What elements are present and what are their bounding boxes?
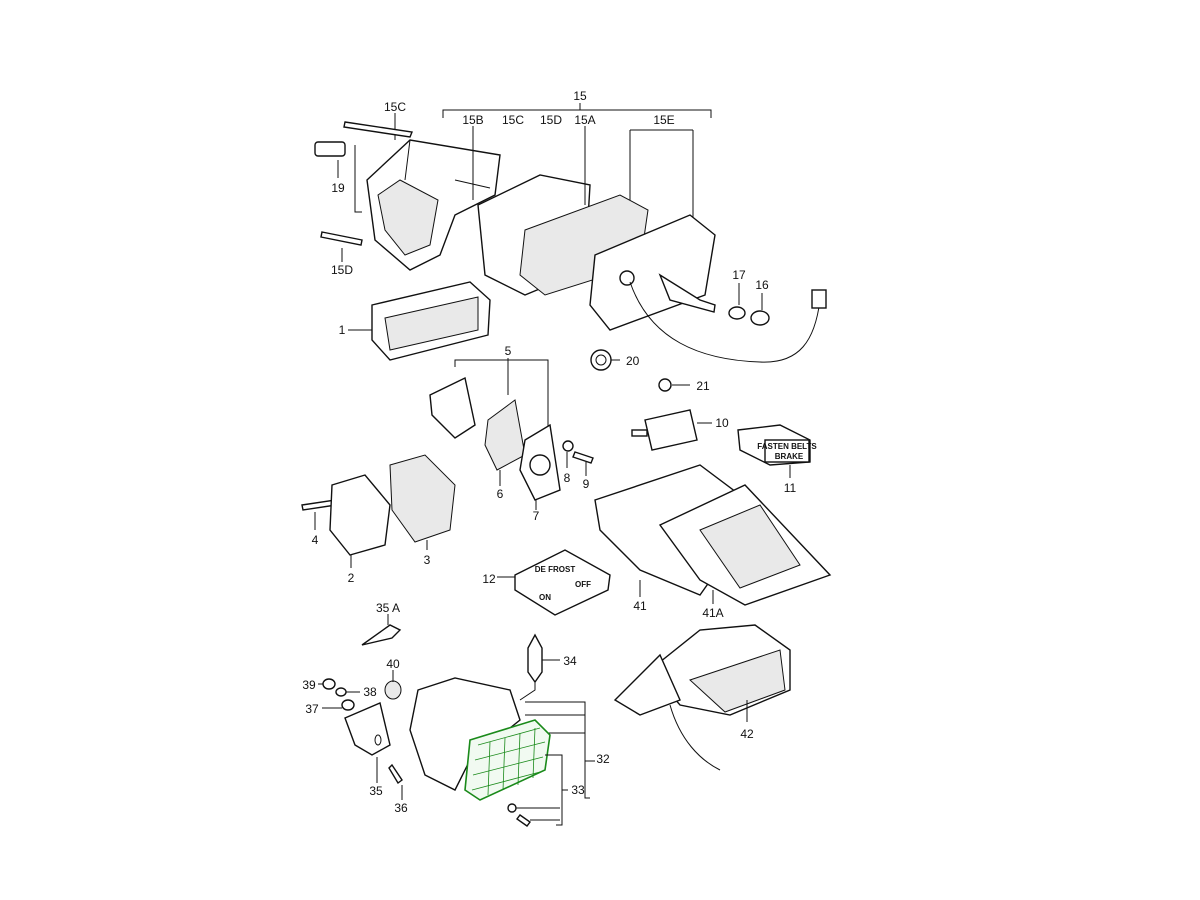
defrost-text: DE FROST	[535, 565, 576, 574]
callout-32: 32	[596, 752, 610, 766]
part-15E-light-housing	[589, 214, 716, 331]
callout-9: 9	[583, 477, 590, 491]
callout-42: 42	[740, 727, 754, 741]
callout-15D-left: 15D	[331, 263, 353, 277]
callout-15D: 15D	[540, 113, 562, 127]
callout-36: 36	[394, 801, 408, 815]
callout-38: 38	[363, 685, 377, 699]
callout-7: 7	[533, 509, 540, 523]
fasten-belts-text: FASTEN BELTS	[757, 442, 817, 451]
callout-41A: 41A	[702, 606, 723, 620]
part-9-screw	[572, 451, 594, 476]
callout-6: 6	[497, 487, 504, 501]
callout-19: 19	[331, 181, 345, 195]
part-19-bulb-socket	[314, 141, 346, 178]
part-35A-bracket	[361, 614, 402, 646]
part-34-bulb	[519, 633, 560, 701]
callout-8: 8	[564, 471, 571, 485]
callout-1: 1	[339, 323, 346, 337]
callout-21: 21	[696, 379, 710, 393]
part-8-washer	[562, 440, 574, 468]
callout-15: 15	[573, 89, 587, 103]
part-33-screw	[516, 814, 560, 827]
callout-35: 35	[369, 784, 383, 798]
part-6-gasket	[484, 399, 526, 486]
part-21-clip	[658, 378, 690, 392]
part-15C-housing	[366, 113, 501, 271]
part-42-light-housing	[613, 624, 791, 771]
part-39-nut	[318, 678, 336, 690]
callout-2: 2	[348, 571, 355, 585]
part-7-plate	[519, 423, 561, 510]
part-socket	[429, 376, 476, 439]
part-40-nut	[384, 670, 402, 700]
part-1-lamp	[348, 281, 491, 361]
callout-15A: 15A	[574, 113, 595, 127]
part-33-nut	[507, 803, 560, 813]
part-36-screw	[388, 763, 403, 800]
group-bracket-5	[454, 358, 549, 430]
part-2-cover	[329, 474, 391, 568]
callout-35A: 35 A	[376, 601, 400, 615]
callout-15B: 15B	[462, 113, 483, 127]
part-38-washer	[335, 687, 360, 697]
part-10-relay	[631, 409, 712, 451]
callout-16: 16	[755, 278, 769, 292]
on-text: ON	[539, 593, 551, 602]
callout-4: 4	[312, 533, 319, 547]
callout-5: 5	[505, 344, 512, 358]
part-37-washer	[322, 699, 355, 711]
callout-40: 40	[386, 657, 400, 671]
callout-15C: 15C	[502, 113, 524, 127]
callout-15E: 15E	[653, 113, 674, 127]
part-3-gasket	[389, 454, 456, 550]
part-11-warning-light: FASTEN BELTS BRAKE	[737, 424, 817, 478]
part-33-lens-highlighted	[464, 719, 568, 826]
part-35-bracket	[344, 702, 391, 783]
callout-11: 11	[784, 481, 797, 495]
part-20-grommet	[590, 349, 620, 371]
callout-33: 33	[571, 783, 585, 797]
part-screw-long	[343, 121, 413, 138]
part-16-nut	[750, 293, 770, 326]
callout-3: 3	[424, 553, 431, 567]
callout-20: 20	[626, 354, 640, 368]
callout-labels: 15C 15 15B 15C 15D 15A 15E 19 15D 1 17 1…	[302, 89, 796, 815]
callout-37: 37	[305, 702, 319, 716]
brake-text: BRAKE	[775, 452, 804, 461]
callout-12: 12	[482, 572, 496, 586]
group-bracket-15	[354, 103, 712, 230]
part-17-washer	[728, 283, 746, 320]
part-15D-screw	[320, 231, 363, 262]
callout-39: 39	[302, 678, 316, 692]
callout-17: 17	[732, 268, 746, 282]
off-text: OFF	[575, 580, 591, 589]
callout-41: 41	[633, 599, 647, 613]
part-wire-harness	[629, 281, 827, 363]
part-12-defrost-switch: DE FROST ON OFF	[497, 549, 611, 616]
callout-10: 10	[715, 416, 729, 430]
callout-15C-top: 15C	[384, 100, 406, 114]
callout-34: 34	[563, 654, 577, 668]
part-41A-cover	[658, 484, 832, 606]
